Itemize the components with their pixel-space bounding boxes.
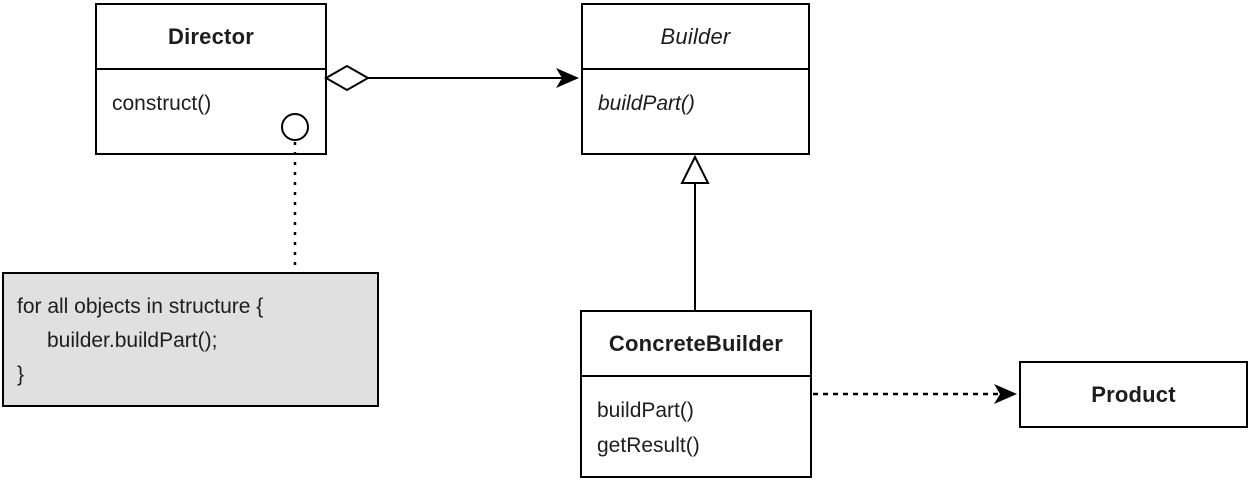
class-box-director: Director construct() <box>95 3 327 155</box>
method-getresult: getResult() <box>597 434 700 457</box>
class-methods-concrete-builder: buildPart() getResult() <box>582 377 810 463</box>
note-line: } <box>17 363 25 386</box>
class-methods-builder: buildPart() <box>583 70 808 121</box>
note-line: for all objects in structure { <box>17 295 264 318</box>
class-methods-director: construct() <box>97 70 325 121</box>
class-box-concrete-builder: ConcreteBuilder buildPart() getResult() <box>580 310 812 478</box>
method-construct: construct() <box>112 92 212 115</box>
aggregation-arrowhead-icon <box>556 68 579 88</box>
aggregation-diamond-icon <box>323 64 371 92</box>
note-line: builder.buildPart(); <box>47 329 218 352</box>
dependency-arrowhead-icon <box>994 384 1017 404</box>
method-buildpart-abstract: buildPart() <box>598 92 695 115</box>
class-box-builder: Builder buildPart() <box>581 3 810 155</box>
class-title-concrete-builder: ConcreteBuilder <box>582 312 810 377</box>
method-buildpart: buildPart() <box>597 399 694 422</box>
note-box-construct-pseudocode: for all objects in structure { builder.b… <box>2 272 379 407</box>
class-title-builder: Builder <box>583 5 808 70</box>
inheritance-triangle-icon <box>680 154 710 184</box>
class-title-product: Product <box>1091 381 1176 407</box>
class-box-product: Product <box>1019 361 1248 428</box>
class-title-director: Director <box>97 5 325 70</box>
